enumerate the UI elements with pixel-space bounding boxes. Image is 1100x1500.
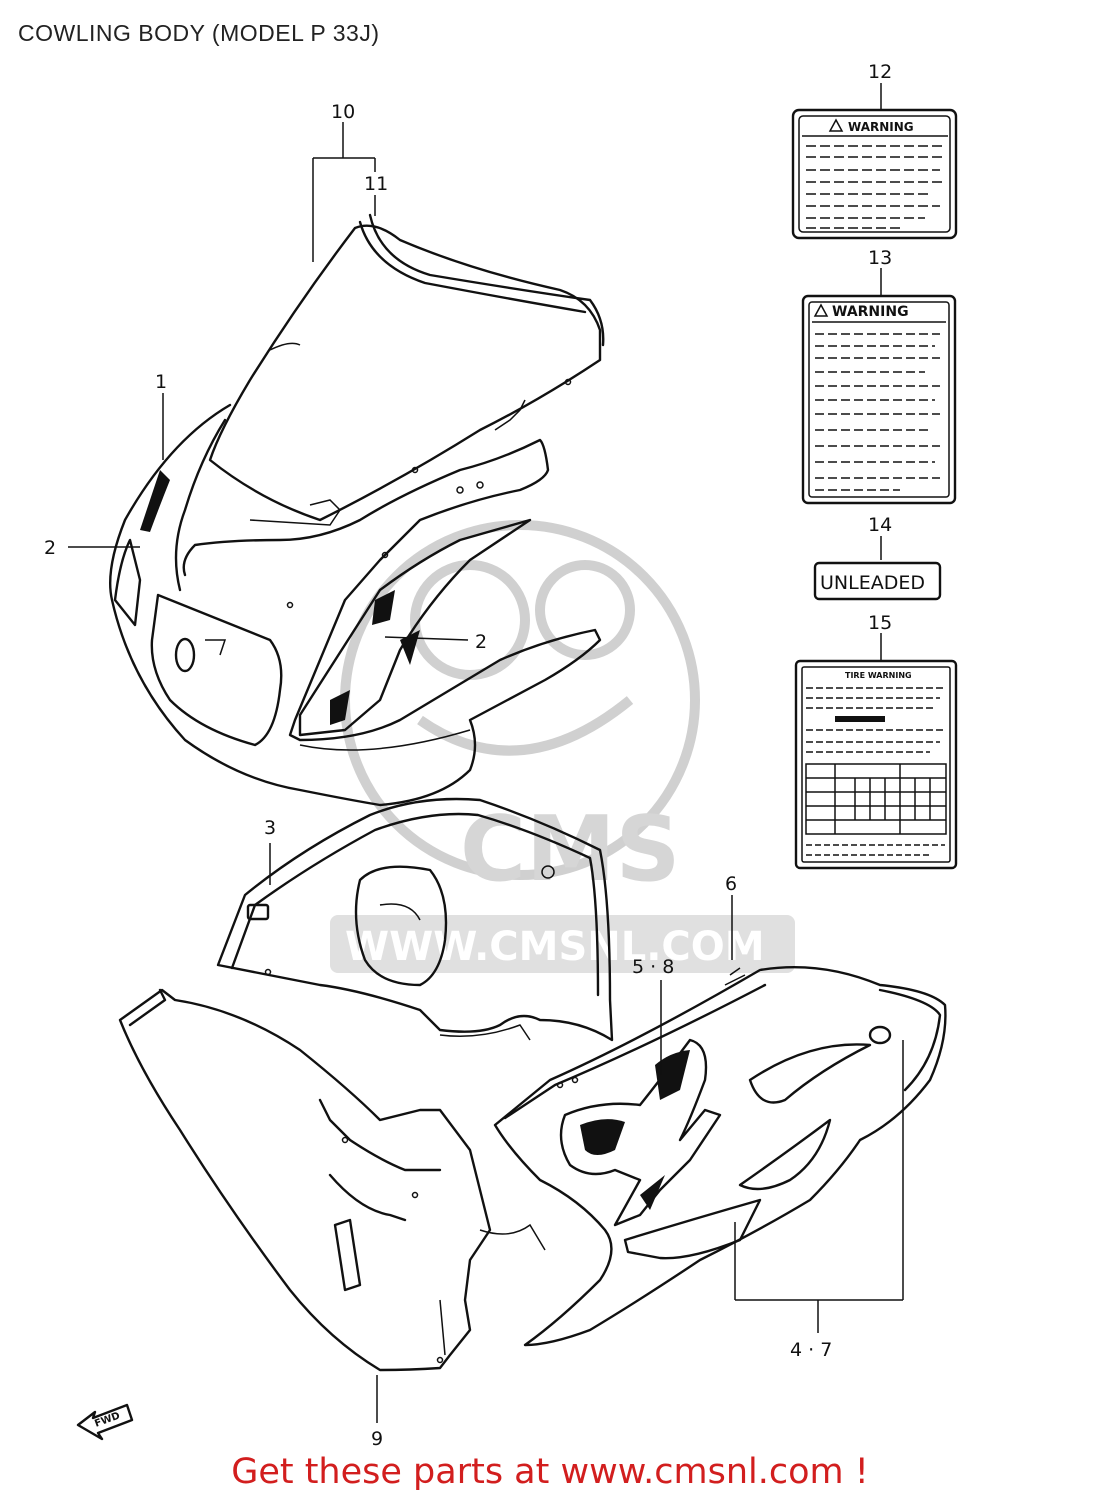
callout-12: 12	[868, 61, 892, 83]
warning-13-heading: WARNING	[832, 304, 909, 320]
tire-warning-heading: TIRE WARNING	[845, 671, 912, 680]
callout-9: 9	[371, 1428, 383, 1450]
footer-link-text[interactable]: Get these parts at www.cmsnl.com !	[231, 1452, 869, 1492]
callout-13: 13	[868, 247, 892, 269]
callout-11: 11	[364, 173, 388, 195]
callout-15: 15	[868, 612, 892, 634]
unleaded-label-14: UNLEADED	[813, 561, 942, 601]
inner-panel-part-3	[216, 797, 614, 1042]
unleaded-text: UNLEADED	[820, 572, 925, 594]
forward-arrow-icon: FWD	[76, 1403, 134, 1441]
callout-10: 10	[331, 101, 355, 123]
callout-3: 3	[264, 817, 276, 839]
callout-1: 1	[155, 371, 167, 393]
diagram-subtitle: COWLING BODY (MODEL P 33J)	[18, 20, 380, 46]
upper-cowling-part-1	[109, 403, 602, 807]
tire-warning-label-15: TIRE WARNING	[794, 659, 958, 870]
warning-label-12: WARNING	[791, 108, 958, 240]
windscreen-part-10	[208, 213, 605, 522]
callout-14: 14	[868, 514, 892, 536]
fwd-text: FWD	[93, 1411, 121, 1430]
callout-2-right: 2	[475, 631, 487, 653]
callout-2-left: 2	[44, 537, 56, 559]
callout-6: 6	[725, 873, 737, 895]
lower-cowling-part-9	[118, 988, 546, 1372]
side-cowling-part-4-7	[493, 965, 947, 1347]
leader-lines	[68, 83, 904, 1423]
callout-5-8: 5 · 8	[632, 956, 674, 978]
watermark-url-text: WWW.CMSNL.COM	[345, 924, 765, 970]
warning-label-13: WARNING	[801, 294, 957, 505]
cms-watermark: CMS WWW.CMSNL.COM	[330, 520, 795, 973]
callouts: 1 2 2 3 4 · 7 5 · 8 6 9 10 11 12 13 14 1…	[44, 61, 892, 1450]
warning-12-heading: WARNING	[848, 120, 914, 134]
callout-4-7: 4 · 7	[790, 1339, 832, 1361]
